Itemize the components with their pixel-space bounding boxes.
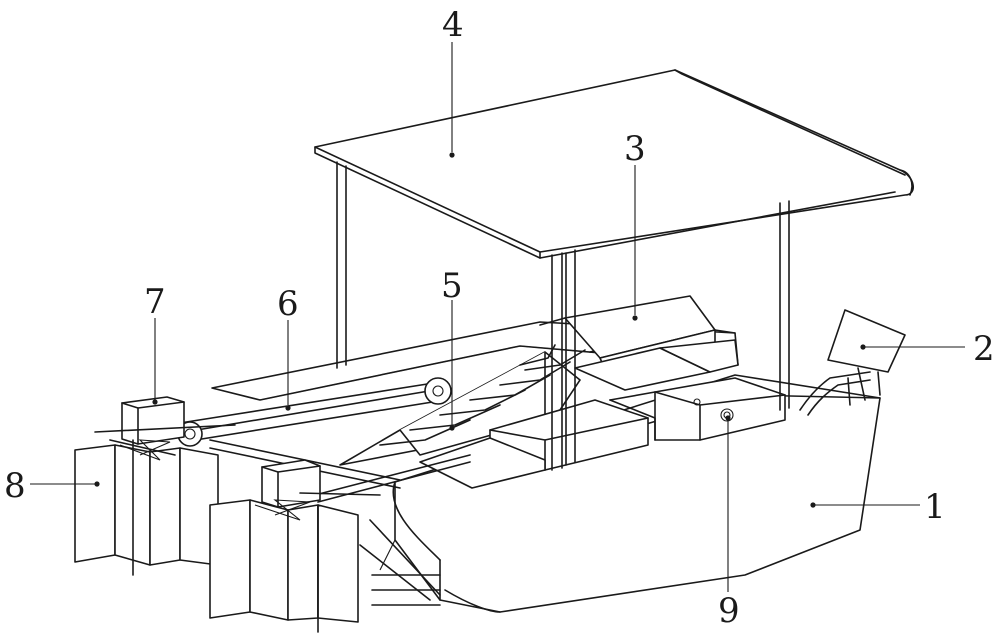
control-panel xyxy=(799,309,906,416)
storage-boxes xyxy=(419,295,786,489)
label-6: 6 xyxy=(277,284,299,324)
motor-boxes xyxy=(121,396,321,508)
label-2: 2 xyxy=(973,329,995,369)
label-1: 1 xyxy=(924,487,946,527)
label-7: 7 xyxy=(144,282,166,322)
part-numbers: 4 3 5 6 7 8 2 1 9 xyxy=(4,5,995,631)
label-8: 8 xyxy=(4,466,26,506)
label-3: 3 xyxy=(624,129,646,169)
roof-canopy xyxy=(314,69,914,471)
label-5: 5 xyxy=(441,266,463,306)
label-9: 9 xyxy=(718,591,740,631)
paddle-wheels xyxy=(74,424,381,633)
leader-lines xyxy=(30,42,965,592)
label-4: 4 xyxy=(442,5,464,45)
